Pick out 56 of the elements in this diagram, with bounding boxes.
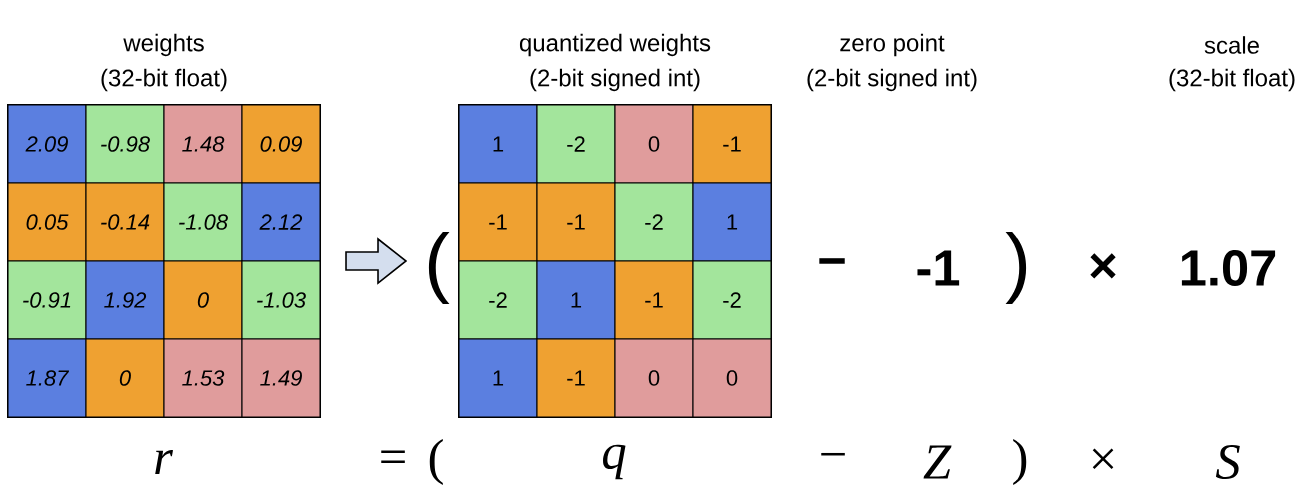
column-heading: zero point bbox=[840, 33, 945, 57]
matrix-cell: 1 bbox=[692, 182, 772, 262]
matrix-cell: -0.91 bbox=[7, 260, 87, 340]
matrix-cell: -1.08 bbox=[163, 182, 243, 262]
node-label: quantized weights bbox=[519, 33, 711, 57]
matrix-cell: 0 bbox=[614, 104, 694, 184]
matrix-cell: 1.48 bbox=[163, 104, 243, 184]
parenthesis: ( bbox=[428, 232, 450, 305]
operand: -1 bbox=[917, 250, 960, 286]
matrix-cell: 0 bbox=[85, 338, 165, 418]
matrix-cell: -1 bbox=[614, 260, 694, 340]
equation-symbol: ( bbox=[429, 439, 443, 485]
equation-variable: Z bbox=[923, 445, 952, 479]
operand: × bbox=[1090, 253, 1116, 279]
matrix-cell: 1.53 bbox=[163, 338, 243, 418]
operand: 1.07 bbox=[1181, 250, 1276, 286]
hollow-arrow bbox=[345, 237, 408, 285]
matrix-cell: -1 bbox=[692, 104, 772, 184]
matrix-cell: -0.98 bbox=[85, 104, 165, 184]
matrix-cell: -1.03 bbox=[241, 260, 321, 340]
matrix-cell: 0 bbox=[163, 260, 243, 340]
matrix-cell: 0 bbox=[692, 338, 772, 418]
matrix-cell: 1 bbox=[458, 338, 538, 418]
matrix-cell: 1 bbox=[536, 260, 616, 340]
matrix-cell: -1 bbox=[458, 182, 538, 262]
node-label: weights bbox=[123, 33, 204, 57]
node-label: (32-bit float) bbox=[101, 68, 227, 92]
matrix-cell: -1 bbox=[536, 182, 616, 262]
equation-symbol: − bbox=[821, 452, 845, 456]
parenthesis: ) bbox=[1005, 232, 1027, 305]
matrix-cell: -0.14 bbox=[85, 182, 165, 262]
matrix-cell: 0 bbox=[614, 338, 694, 418]
matrix-cell: 1.49 bbox=[241, 338, 321, 418]
matrix-cell: -2 bbox=[458, 260, 538, 340]
matrix-cell: 1.87 bbox=[7, 338, 87, 418]
equation-variable: q bbox=[603, 444, 626, 480]
matrix-cell: 2.09 bbox=[7, 104, 87, 184]
node-label: (2-bit signed int) bbox=[530, 68, 700, 92]
matrix-cell: 0.09 bbox=[241, 104, 321, 184]
equation-symbol: = bbox=[381, 450, 405, 464]
equation-symbol: × bbox=[1092, 448, 1114, 470]
matrix-cell: 1 bbox=[458, 104, 538, 184]
column-heading: scale bbox=[1204, 36, 1259, 54]
matrix-cell: -1 bbox=[536, 338, 616, 418]
matrix-cell: 1.92 bbox=[85, 260, 165, 340]
operand: − bbox=[819, 258, 845, 264]
matrix-cell: -2 bbox=[536, 104, 616, 184]
column-heading: (2-bit signed int) bbox=[807, 68, 977, 92]
equation-variable: S bbox=[1215, 445, 1240, 480]
equation-variable: r bbox=[155, 450, 173, 474]
matrix-cell: -2 bbox=[614, 182, 694, 262]
matrix-cell: -2 bbox=[692, 260, 772, 340]
equation-symbol: ) bbox=[1013, 439, 1027, 485]
matrix-cell: 0.05 bbox=[7, 182, 87, 262]
matrix-cell: 2.12 bbox=[241, 182, 321, 262]
column-heading: (32-bit float) bbox=[1169, 68, 1295, 92]
